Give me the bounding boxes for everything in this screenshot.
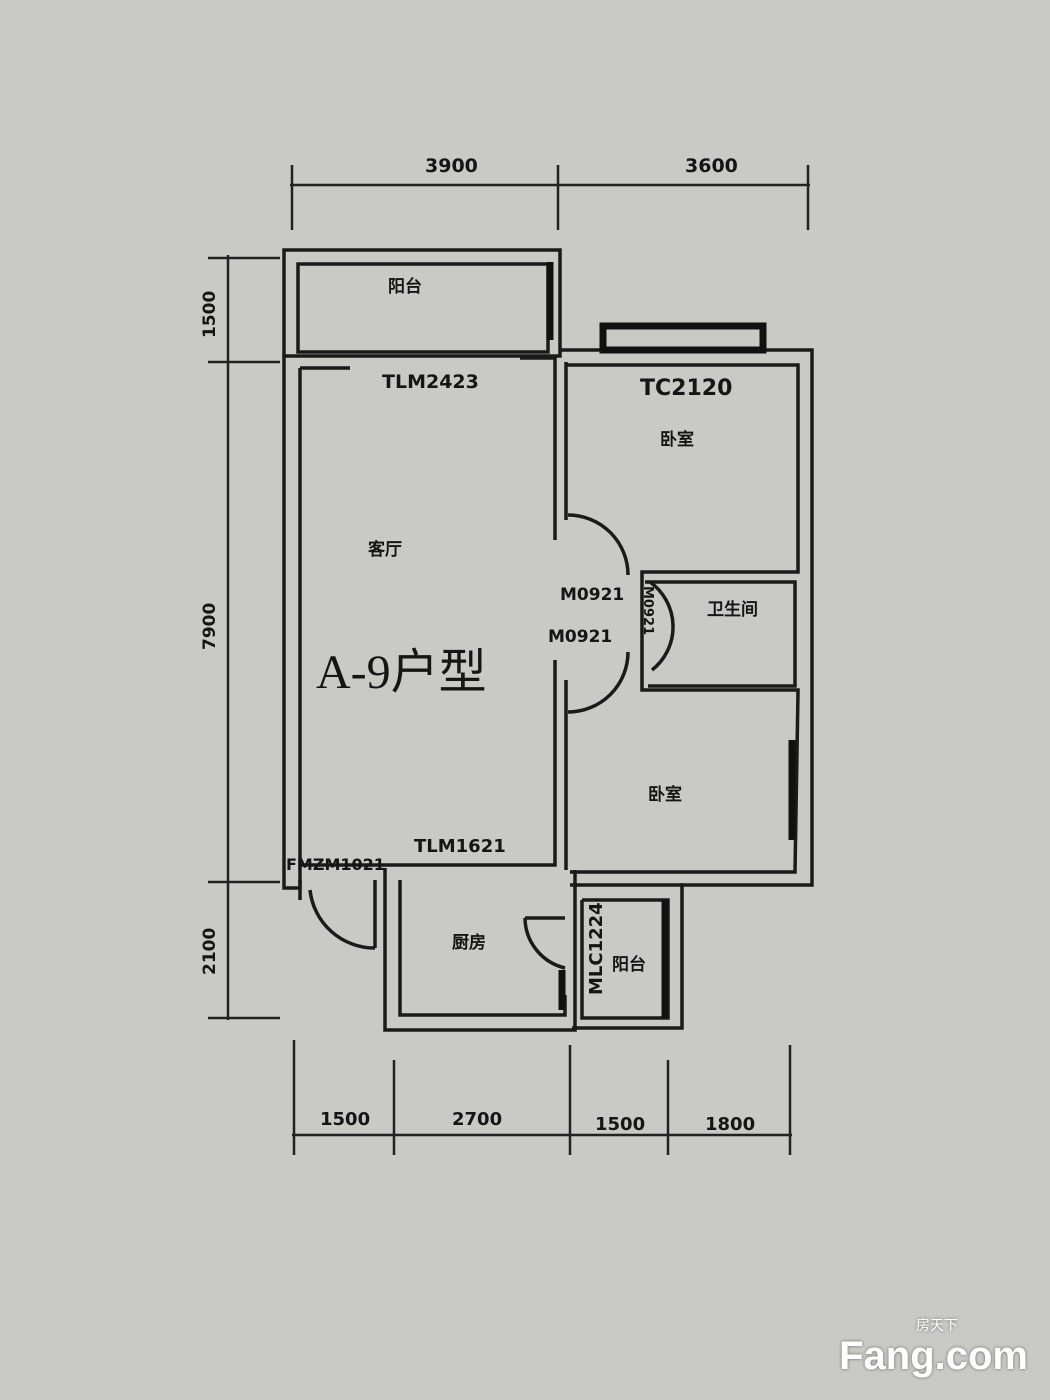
dim-left-2: 7900 <box>200 603 220 650</box>
label-tlm2423: TLM2423 <box>382 371 479 393</box>
dimension-left <box>208 255 280 1020</box>
room-bathroom: 卫生间 <box>707 599 758 620</box>
dim-left-3: 2100 <box>200 928 220 975</box>
label-tlm1621: TLM1621 <box>414 836 506 857</box>
dimension-bottom <box>292 1040 792 1155</box>
dim-bottom-3: 1500 <box>595 1114 645 1135</box>
room-kitchen: 厨房 <box>452 932 486 953</box>
label-fmzm1021: FMZM1021 <box>286 855 385 874</box>
dim-bottom-2: 2700 <box>452 1109 502 1130</box>
watermark-cn: 房天下 <box>916 1318 958 1334</box>
room-bedroom-1: 卧室 <box>660 429 694 450</box>
dim-bottom-4: 1800 <box>705 1114 755 1135</box>
dim-left-1: 1500 <box>200 291 220 338</box>
dimension-top <box>290 165 810 230</box>
watermark-brand: Fang.com <box>839 1334 1028 1378</box>
room-balcony-small: 阳台 <box>612 954 646 975</box>
label-m0921-b: M0921 <box>548 627 612 647</box>
plan-title: A-9户型 <box>316 646 487 699</box>
label-tc2120: TC2120 <box>640 376 732 401</box>
label-m0921-c: M0921 <box>640 586 655 635</box>
walls <box>282 248 814 1032</box>
dim-top-2: 3600 <box>685 155 738 177</box>
label-m0921-a: M0921 <box>560 585 624 605</box>
room-bedroom-2: 卧室 <box>648 784 682 805</box>
dim-bottom-1: 1500 <box>320 1109 370 1130</box>
room-living: 客厅 <box>367 539 402 560</box>
label-mlc1224: MLC1224 <box>586 902 607 995</box>
door-swings <box>308 513 675 970</box>
dim-top-1: 3900 <box>425 155 478 177</box>
room-balcony-top: 阳台 <box>388 276 422 297</box>
watermark-logo: 房天下 Fang.com <box>839 1318 1028 1378</box>
